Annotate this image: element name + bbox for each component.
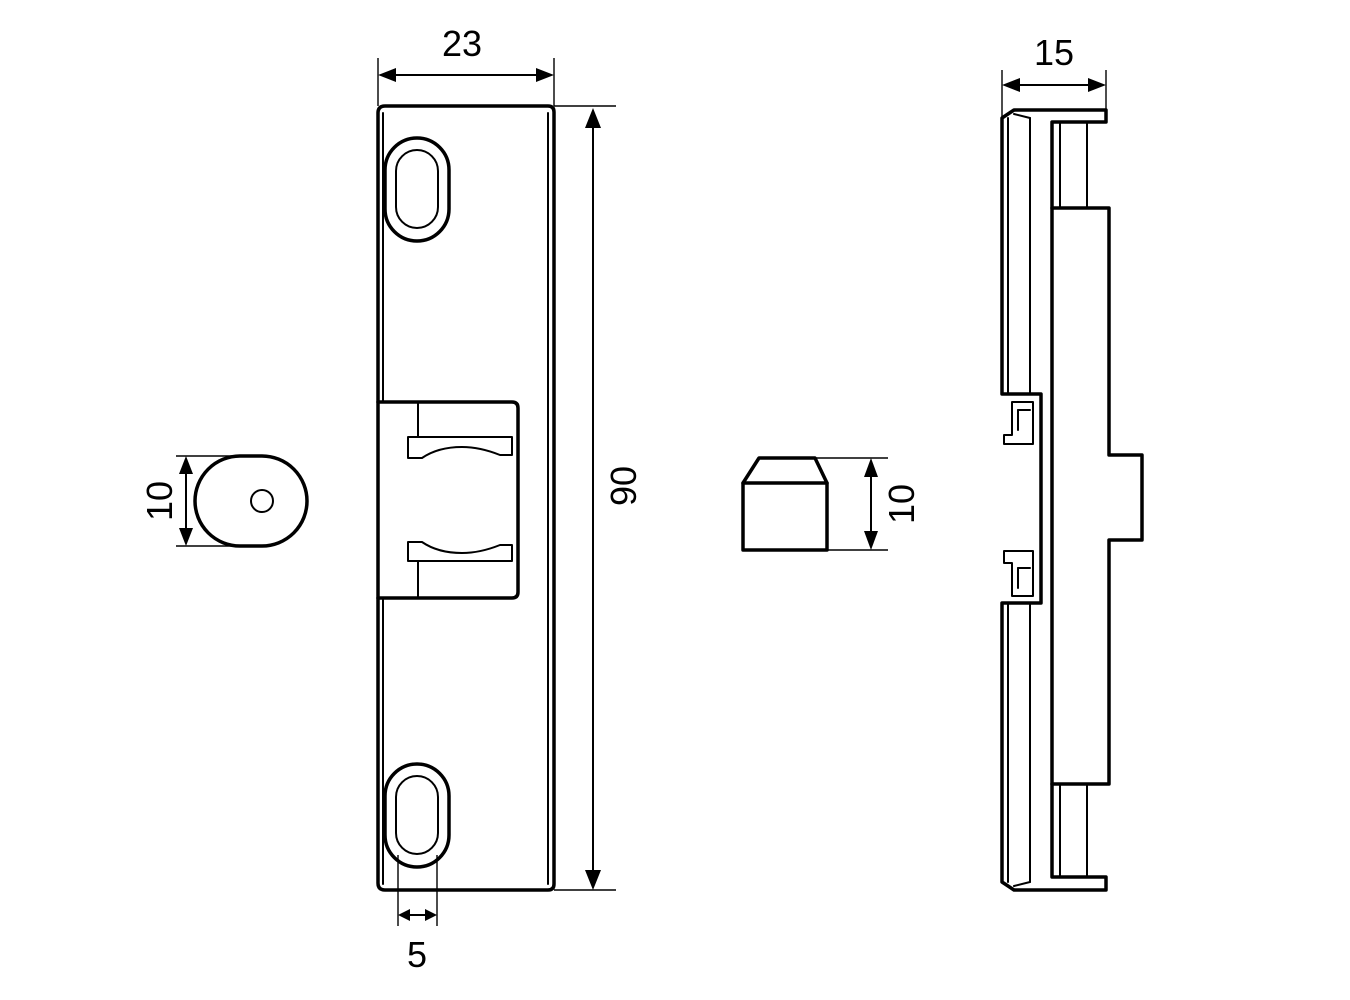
- bottom-mounting-slot: [383, 762, 451, 869]
- roller-end-view: [193, 454, 309, 548]
- roller-diameter-label: 10: [139, 481, 180, 521]
- plate-height-dimension: 90: [554, 105, 644, 891]
- strike-plate-side-view: [1000, 108, 1144, 892]
- latch-housing: [376, 400, 520, 600]
- latch-block-view: [741, 456, 829, 552]
- slot-width-dimension: 5: [397, 855, 438, 975]
- block-height-dimension: 10: [815, 457, 922, 551]
- strike-plate-front-view: [376, 104, 556, 892]
- block-height-label: 10: [881, 484, 922, 524]
- slot-width-label: 5: [407, 934, 427, 975]
- side-depth-dimension: 15: [1001, 32, 1107, 118]
- roller-diameter-dimension: 10: [139, 455, 255, 547]
- plate-height-label: 90: [603, 466, 644, 506]
- top-mounting-slot: [383, 136, 451, 243]
- plate-width-dimension: 23: [377, 23, 555, 106]
- upper-latch-clip: [1003, 401, 1034, 445]
- lower-latch-clip: [1003, 550, 1034, 597]
- plate-width-label: 23: [442, 23, 482, 64]
- side-depth-label: 15: [1034, 32, 1074, 73]
